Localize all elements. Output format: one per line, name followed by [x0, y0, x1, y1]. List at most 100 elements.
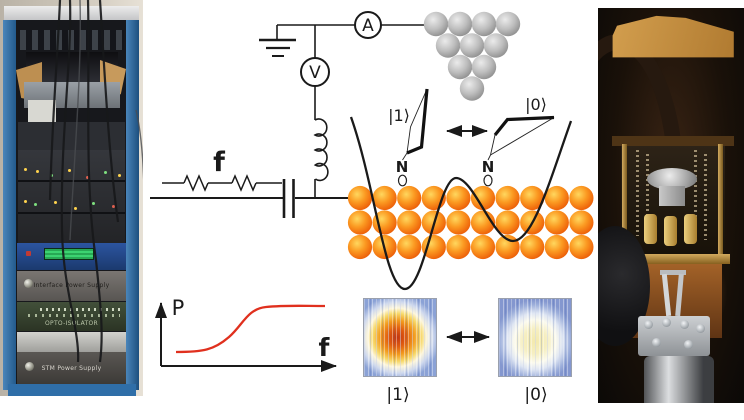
tip-atom [459, 33, 485, 58]
rack-white-box [28, 100, 56, 122]
tip-atom [459, 76, 485, 101]
surface-atom [495, 185, 520, 211]
surface-atom [446, 210, 471, 235]
surface-atom [569, 210, 594, 235]
cable-bundle [48, 0, 120, 363]
connector-strip [28, 314, 120, 317]
tip-atom [471, 54, 497, 80]
surface-atom [470, 234, 496, 260]
surface-atom [544, 185, 569, 211]
rack-patch-panel [18, 122, 125, 150]
surface-atom-lattice [347, 185, 594, 260]
circuit-wires [150, 24, 424, 199]
surface-atom [421, 234, 446, 260]
status-led-row [24, 168, 27, 171]
inductor-icon [313, 118, 329, 182]
surface-atom [544, 210, 569, 235]
surface-atom [544, 234, 569, 260]
nitrogen-label-left: N [396, 158, 409, 176]
tip-atom [435, 33, 461, 58]
nitrogen-atom-icon [397, 174, 408, 187]
gold-cylinder [644, 214, 657, 244]
stm-head-photo [598, 8, 744, 403]
rack-top-cap [4, 6, 139, 22]
schematic-svg: A V f |1⟩ [150, 11, 594, 405]
voltmeter-label: V [309, 63, 321, 83]
surface-atom [397, 210, 422, 235]
gold-cylinder [664, 216, 677, 246]
manipulator-crossbar [660, 270, 686, 275]
unit-label: STM Power Supply [41, 365, 102, 372]
vendor-logo-icon [24, 279, 33, 288]
tip-atom [447, 11, 473, 37]
interface-power-supply-unit: Interface Power Supply [17, 271, 126, 301]
surface-atom [347, 234, 373, 260]
surface-atom [347, 210, 373, 235]
rack-vent-grille [20, 30, 124, 50]
bolt-icon [652, 338, 661, 347]
stm-image-1-label: |1⟩ [386, 385, 409, 405]
gold-post [622, 144, 627, 256]
voltmeter: V [300, 57, 330, 87]
pf-plot: P f [155, 296, 337, 372]
tip-atom [471, 11, 497, 37]
suspension-spring-icon [704, 154, 707, 240]
surface-atom [446, 185, 471, 211]
sigmoid-curve [175, 304, 326, 354]
gold-base-bar [614, 254, 730, 264]
rack-shelf [17, 332, 126, 352]
surface-atom [347, 185, 373, 211]
nitrogen-atom-icon [483, 174, 493, 187]
stm-image-state-1 [363, 298, 437, 377]
ammeter: A [354, 11, 382, 39]
bolt-icon [644, 320, 653, 329]
rack-divider [18, 180, 125, 182]
scanner-stage-disc [647, 168, 697, 190]
stm-image-state-0 [498, 298, 572, 377]
rf-frequency-label: f [213, 147, 225, 178]
manipulator-cylinder [644, 356, 714, 403]
scanner-stage-stem [659, 186, 685, 206]
tip-atom [495, 11, 521, 37]
molecule-state-1: |1⟩ N [388, 88, 429, 187]
surface-atom [372, 185, 397, 211]
surface-atom [520, 185, 545, 211]
plate-shadow [612, 136, 734, 146]
stm-image-0-label: |0⟩ [524, 385, 547, 405]
power-button [26, 251, 31, 256]
tip-atom [423, 11, 449, 37]
surface-atom [569, 234, 594, 260]
surface-atom [495, 210, 520, 235]
surface-atom [520, 234, 545, 260]
bolt-icon [662, 318, 671, 327]
controller-unit [17, 243, 126, 270]
gold-cylinder [684, 214, 697, 244]
bolt-icon [696, 324, 705, 333]
bolt-icon [684, 340, 693, 349]
suspension-spring-icon [646, 154, 649, 240]
double-well-curve [349, 116, 573, 291]
rack-frame-left [3, 20, 16, 390]
suspension-spring-icon [636, 150, 639, 236]
cable-thin [69, 0, 143, 241]
resistor-pair [183, 174, 257, 192]
surface-atom [446, 234, 471, 260]
tip-atom [483, 33, 509, 58]
ground-icon [259, 38, 296, 57]
stm-power-supply-unit: STM Power Supply [17, 352, 126, 384]
surface-atom [470, 185, 496, 211]
gold-post [718, 144, 723, 256]
state0-label: |0⟩ [525, 95, 547, 114]
bolt-icon [680, 320, 689, 329]
surface-atom [397, 185, 422, 211]
tip-atom-cluster [423, 11, 521, 101]
nitrogen-label-right: N [482, 158, 495, 176]
bolted-mount-block [638, 316, 710, 356]
vendor-logo-icon [25, 362, 34, 371]
electronics-rack-photo: Interface Power Supply OPTO-ISOLATOR STM… [0, 0, 143, 396]
tip-atom [447, 54, 473, 80]
pf-plot-xlabel: f [319, 333, 331, 362]
unit-label: OPTO-ISOLATOR [45, 320, 98, 327]
state1-label: |1⟩ [388, 106, 410, 125]
